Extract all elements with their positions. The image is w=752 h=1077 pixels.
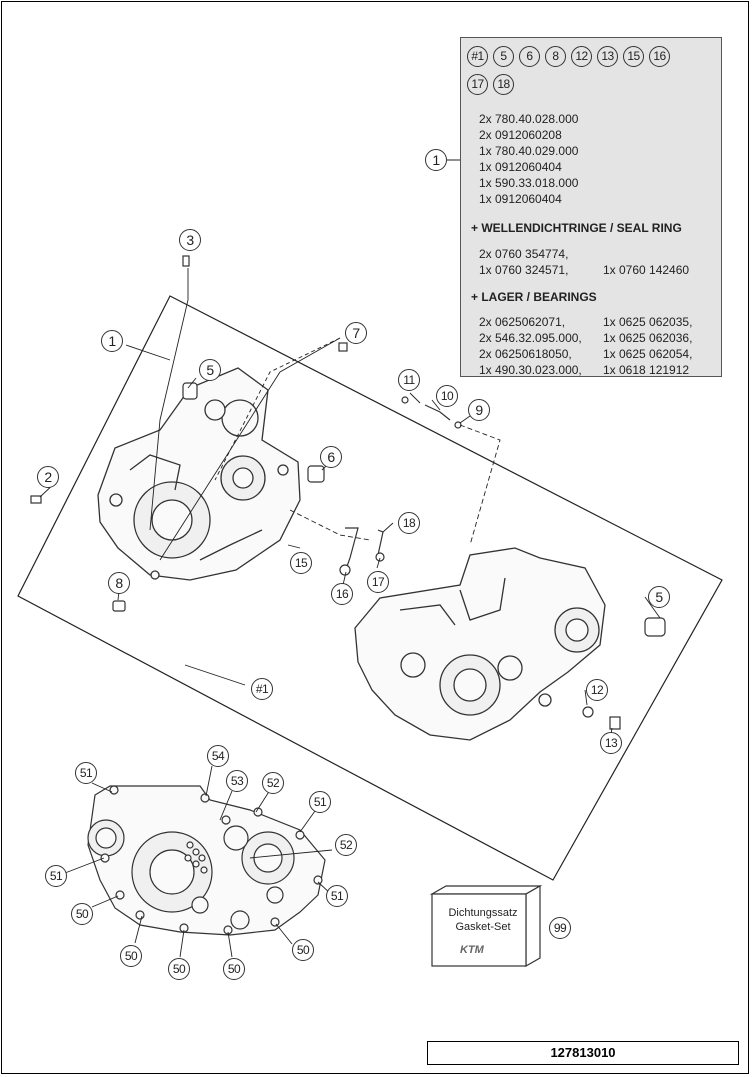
callout-c11: 11 [398, 369, 420, 391]
bearing-entry: 1x 0625 062036, [603, 331, 693, 345]
callout-c7: 7 [345, 322, 367, 344]
part-pin-8 [112, 600, 126, 612]
left-crankcase-half [97, 367, 301, 581]
right-crankcase-half [354, 547, 606, 741]
part-bolt-2 [30, 495, 42, 504]
callout-c16: 16 [331, 583, 353, 605]
callout-c5b: 5 [648, 586, 670, 608]
callout-c50b: 50 [120, 945, 142, 967]
callout-c52b: 52 [335, 834, 357, 856]
legend-part-line: 2x 0912060208 [479, 128, 562, 142]
gasket-set-label: Dichtungssatz Gasket-Set [440, 906, 526, 934]
callout-c51c: 51 [45, 865, 67, 887]
legend-callout: 13 [597, 46, 618, 67]
callout-c53: 53 [226, 770, 248, 792]
seal-ring-entry: 2x 0760 354774, [479, 247, 569, 261]
callout-c50a: 50 [71, 903, 93, 925]
part-bushing-5 [182, 382, 198, 400]
callout-c18: 18 [398, 512, 420, 534]
bearing-entry: 1x 0618 121912 [603, 363, 690, 377]
bearing-entry: 1x 0625 062054, [603, 347, 693, 361]
callout-c15: 15 [290, 552, 312, 574]
bearings-heading: + LAGER / BEARINGS [471, 290, 597, 304]
callout-c1: 1 [101, 330, 123, 352]
seal-ring-entry: 1x 0760 324571, [479, 263, 569, 277]
callout-c50d: 50 [223, 958, 245, 980]
legend-callout: #1 [467, 46, 488, 67]
callout-c51b: 51 [309, 791, 331, 813]
legend-part-line: 1x 780.40.029.000 [479, 144, 579, 158]
bearing-entry: 2x 0625062071, [479, 315, 566, 329]
callout-c13: 13 [600, 732, 622, 754]
callout-c1-legend: 1 [425, 149, 447, 171]
callout-c9: 9 [468, 399, 490, 421]
gasket-set-line1: Dichtungssatz [448, 907, 518, 919]
part-bolt-3 [182, 255, 190, 267]
gasket-set-box [429, 884, 543, 968]
bearing-entry: 1x 0625 062035, [603, 315, 693, 329]
legend-callout: 15 [623, 46, 644, 67]
seal-col1: 2x 0760 354774, 1x 0760 324571, [479, 246, 568, 278]
legend-callout: 5 [493, 46, 514, 67]
callout-c-hash1: #1 [251, 678, 273, 700]
callout-c10: 10 [436, 385, 458, 407]
bearing-col2: 1x 0625 062035, 1x 0625 062036, 1x 0625 06… [603, 314, 692, 378]
callout-c99: 99 [549, 917, 571, 939]
seal-ring-heading: + WELLENDICHTRINGE / SEAL RING [471, 221, 682, 235]
bolt-view-leaders [64, 765, 333, 958]
part-clip-10 [424, 404, 451, 421]
bearing-entry: 1x 490.30.023.000, [479, 363, 582, 377]
part-bushing-6 [307, 465, 325, 483]
callout-c2: 2 [37, 466, 59, 488]
part-washer-12 [582, 706, 594, 718]
legend-callout: 8 [545, 46, 566, 67]
callout-c50e: 50 [292, 939, 314, 961]
seal-ring-entry: 1x 0760 142460 [603, 263, 690, 277]
callout-c6: 6 [320, 446, 342, 468]
bearing-col1: 2x 0625062071, 2x 546.32.095.000, 2x 06250… [479, 314, 582, 378]
part-bolt-13 [609, 716, 621, 730]
callout-c8: 8 [108, 572, 130, 594]
part-bushing-5b [644, 617, 666, 637]
legend-part-line: 1x 0912060404 [479, 192, 562, 206]
bearing-entry: 2x 546.32.095.000, [479, 331, 582, 345]
legend-part-line: 2x 780.40.028.000 [479, 112, 579, 126]
callout-c3: 3 [179, 229, 201, 251]
ktm-logo: KTM [460, 944, 484, 956]
callout-c52a: 52 [262, 772, 284, 794]
part-pin-7 [338, 342, 348, 352]
callout-c54: 54 [207, 745, 229, 767]
seal-ring-entry [603, 246, 689, 262]
gasket-set-line2: Gasket-Set [455, 921, 511, 933]
crankcase-bolt-view [87, 785, 326, 936]
assembly-outline [17, 295, 723, 881]
legend-callout: 17 [467, 74, 488, 95]
drawing-number: 127813010 [427, 1041, 739, 1065]
legend-part-line: 1x 0912060404 [479, 160, 562, 174]
callout-c5a: 5 [199, 359, 221, 381]
callout-c51a: 51 [75, 762, 97, 784]
legend-part-lines: 2x 780.40.028.000 2x 0912060208 1x 780.40.… [479, 111, 578, 207]
legend-callout: 6 [519, 46, 540, 67]
legend-callout: 16 [649, 46, 670, 67]
callout-c51d: 51 [326, 885, 348, 907]
legend-callout: 12 [571, 46, 592, 67]
callout-c50c: 50 [168, 958, 190, 980]
part-bracket-17 [375, 529, 384, 557]
seal-col2: 1x 0760 142460 [603, 246, 689, 278]
legend-callout: 18 [493, 74, 514, 95]
callout-c17: 17 [367, 571, 389, 593]
legend-part-line: 1x 590.33.018.000 [479, 176, 579, 190]
callout-c12: 12 [586, 679, 608, 701]
bearing-entry: 2x 06250618050, [479, 347, 572, 361]
